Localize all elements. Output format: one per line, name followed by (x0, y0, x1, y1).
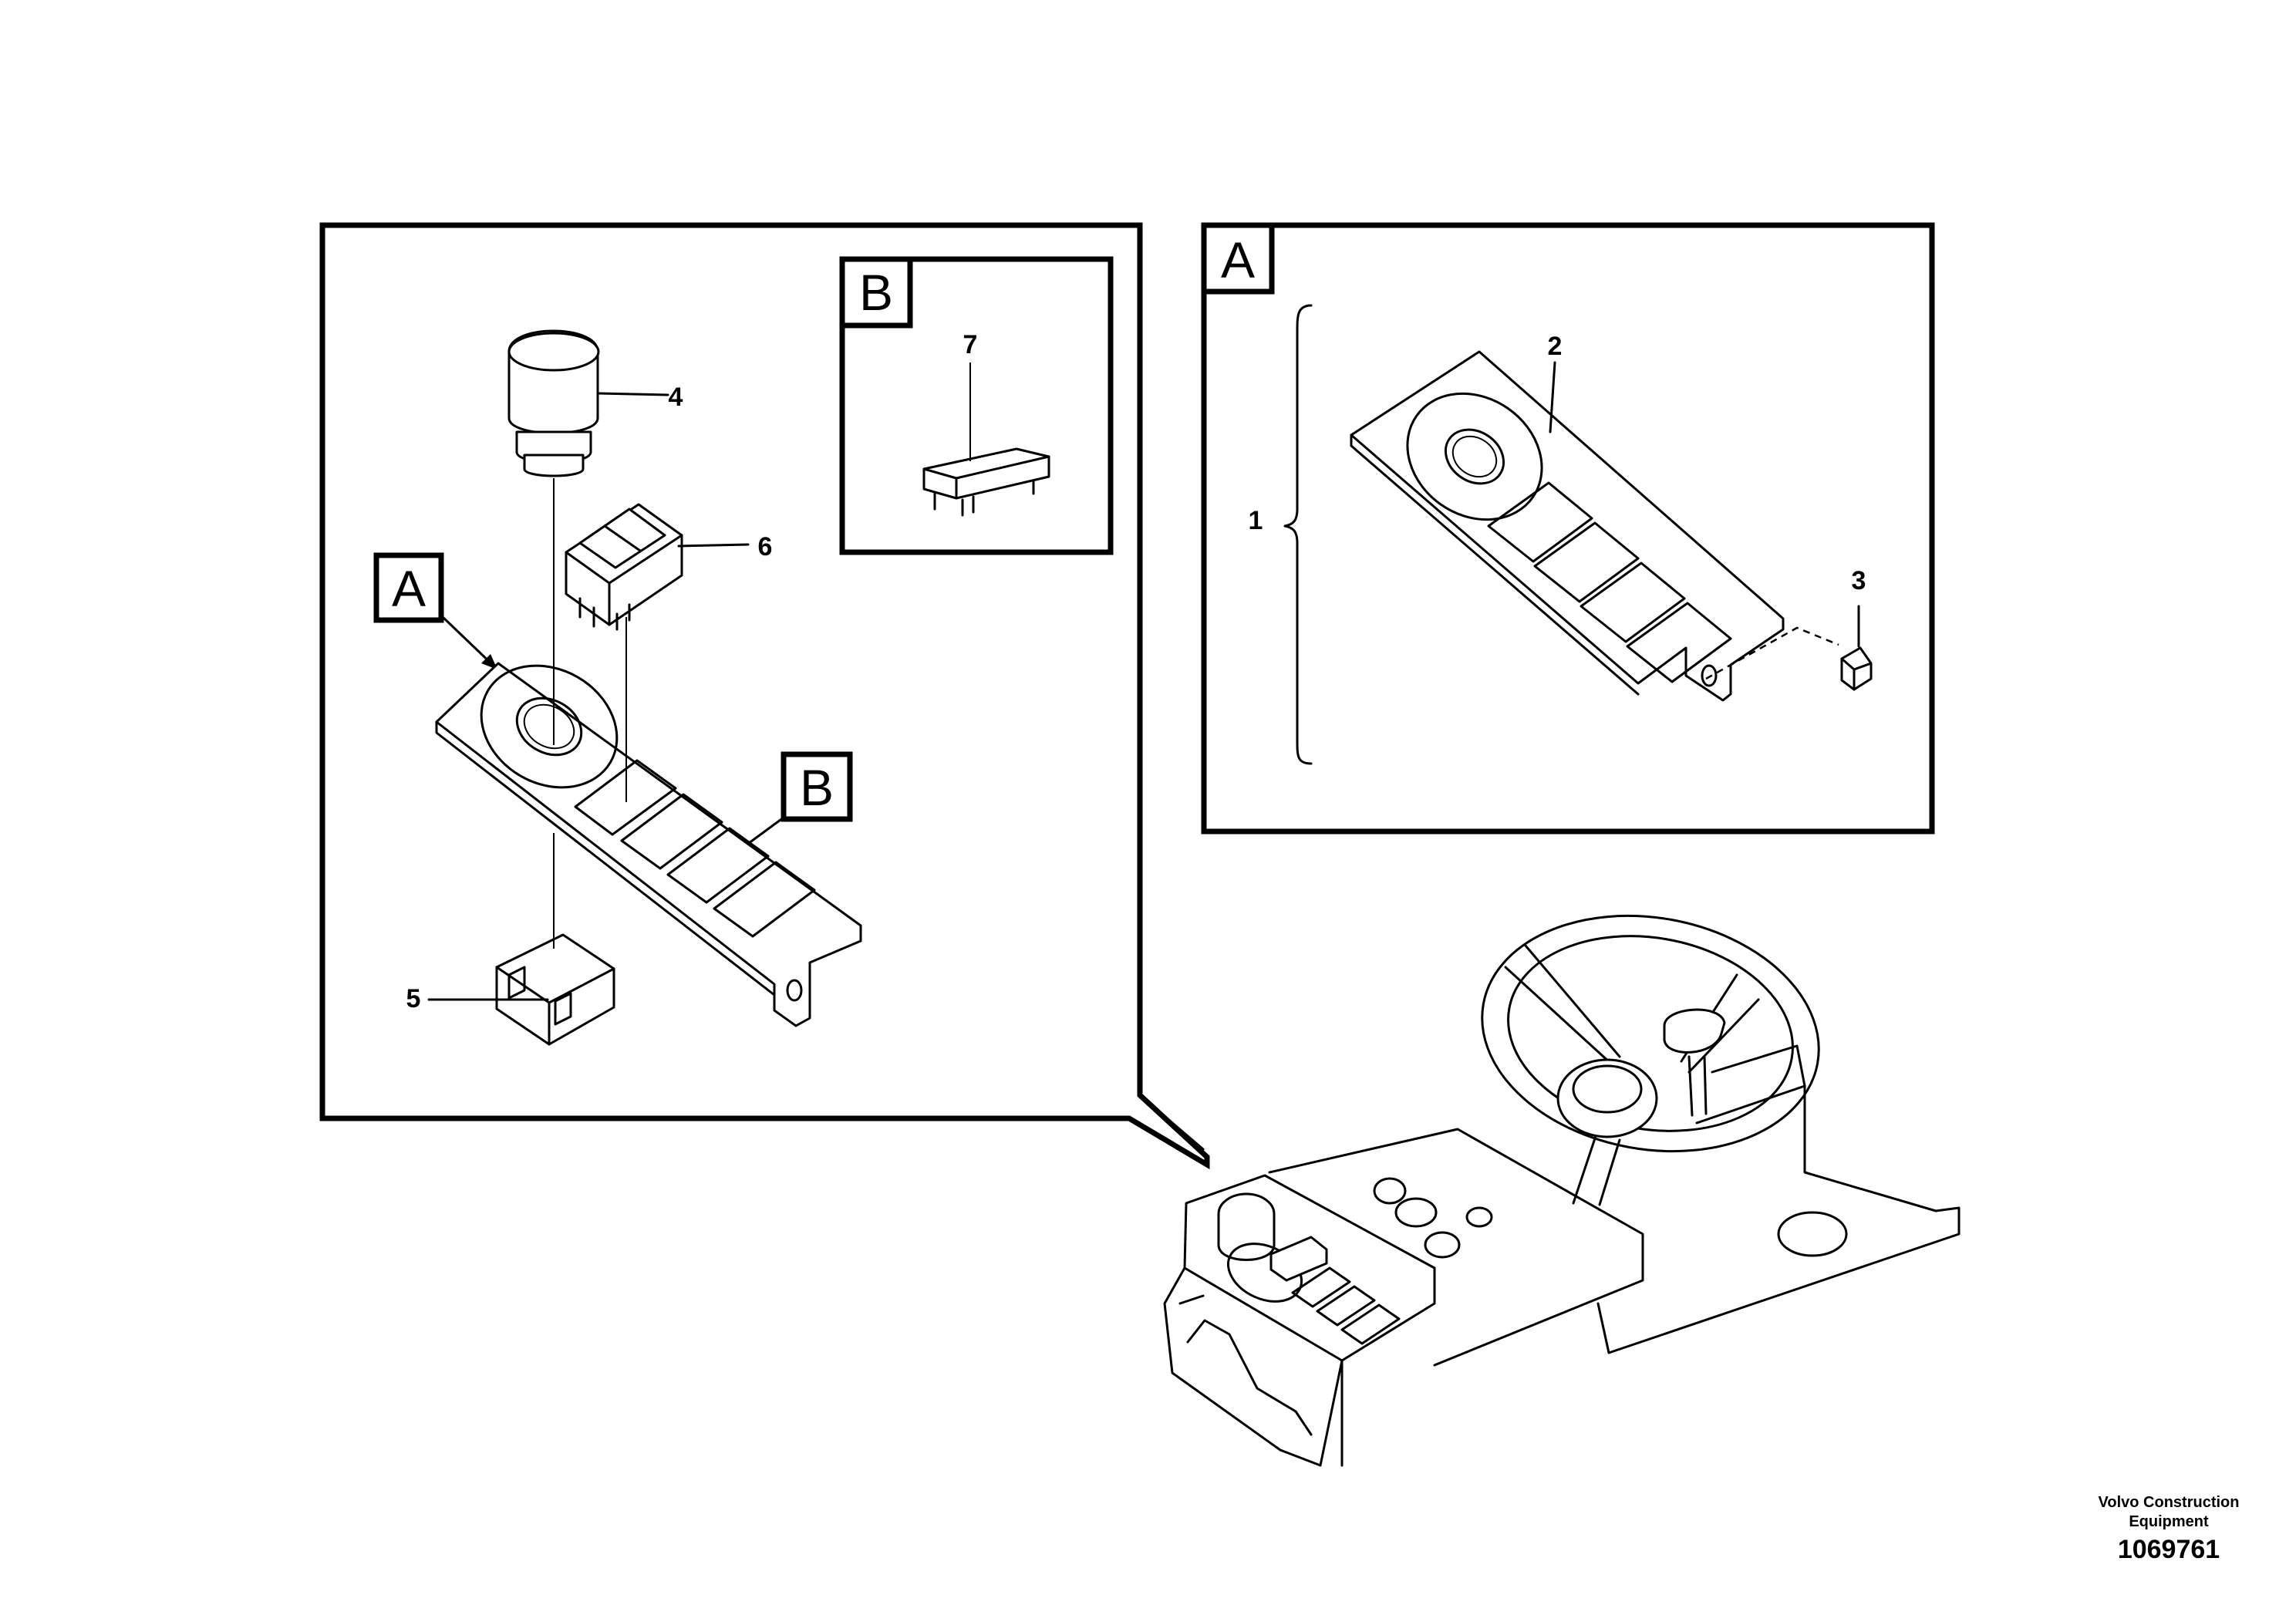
callout-1: 1 (1249, 506, 1263, 535)
svg-text:A: A (392, 560, 426, 617)
detail-a-plate (1350, 350, 1785, 702)
callout-3: 3 (1852, 566, 1866, 595)
callout-5: 5 (406, 984, 421, 1013)
part-3-fastener (1705, 605, 1873, 691)
inset-b-frame: B (839, 256, 1114, 555)
detail-a-frame: A (1201, 222, 1935, 835)
main-detail-frame (319, 222, 1210, 1170)
part-6-rocker-switch (565, 503, 750, 802)
svg-text:B: B (800, 759, 834, 816)
callout-6: 6 (758, 532, 773, 561)
main-mounting-plate (435, 662, 862, 1027)
callout-4: 4 (669, 383, 683, 412)
part-4-emergency-stop-button (507, 329, 669, 745)
callout-2: 2 (1548, 332, 1563, 361)
detail-a-label: A (1221, 231, 1255, 288)
inset-b-label: B (859, 264, 893, 321)
part-7-cover-plug (922, 363, 1050, 517)
item-1-brace (1283, 304, 1313, 765)
footer-drawing-number: 1069761 (2117, 1535, 2220, 1564)
main-a-label: A (373, 552, 499, 671)
operator-console-view (1163, 914, 1961, 1467)
main-b-label: B (730, 751, 853, 858)
callout-7: 7 (963, 330, 978, 359)
footer-company-name: Volvo Construction Equipment (2098, 1494, 2240, 1530)
part-5-bracket (492, 833, 615, 1046)
